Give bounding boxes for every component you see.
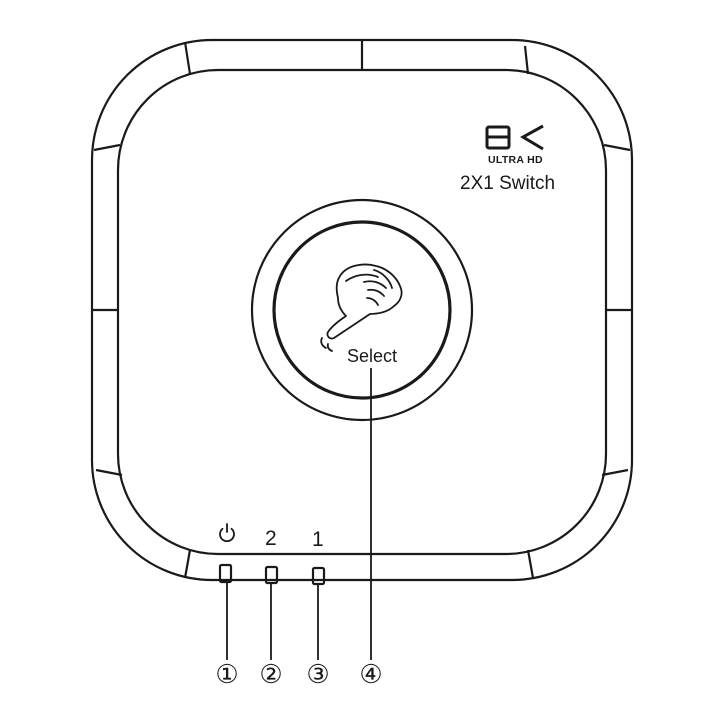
select-label: Select [347,346,397,366]
callout-1: ① [215,660,238,690]
led-power [218,563,233,584]
seam-left-bot [95,468,123,477]
logo-emblem [485,124,544,151]
seam-bot-right [526,549,535,579]
seam-right-top [603,143,631,152]
product-name: 2X1 Switch [460,173,555,194]
callout-3: ③ [306,660,329,690]
power-icon [219,523,235,543]
select-button-bezel [250,198,474,422]
housing-outer [90,38,634,582]
seam-bot-left [183,549,192,579]
select-button[interactable] [272,220,452,400]
indicator-label-2: 2 [265,527,277,550]
seam-right-bot [601,468,629,477]
callout-2: ② [259,660,282,690]
seam-top-right [523,45,530,75]
seam-top-left [183,41,192,75]
led-input-2 [264,565,279,585]
seam-left-top [93,143,121,152]
callout-4: ④ [359,660,382,690]
led-input-1 [311,566,326,586]
logo-ultra-hd: ULTRA HD [488,154,543,166]
pointing-hand-icon [320,263,403,352]
indicator-label-1: 1 [312,528,324,551]
